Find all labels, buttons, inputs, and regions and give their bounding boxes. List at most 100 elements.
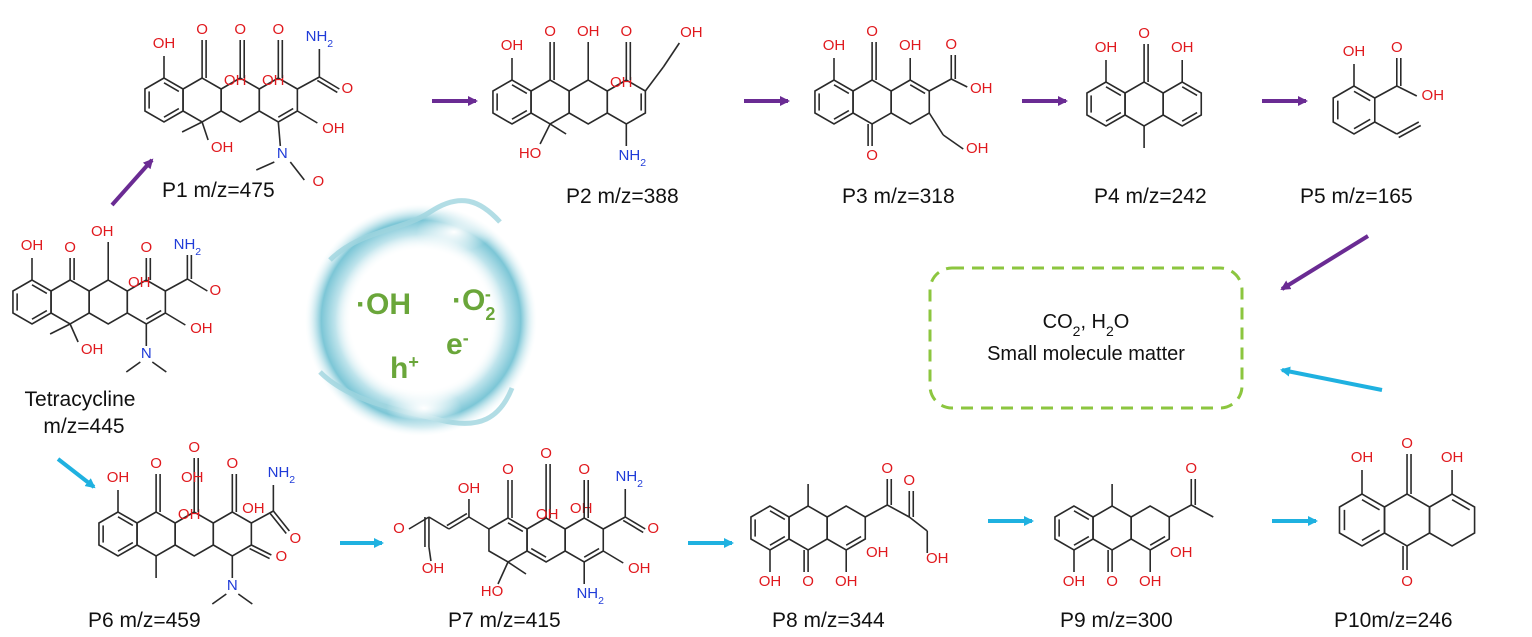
oxygen-label: O [234,21,246,38]
oh-label: OH [242,500,265,517]
oh-label: OH [458,480,481,497]
caption-p5: P5 m/z=165 [1300,185,1413,208]
ho-label: HO [481,583,504,600]
oh-label: OH [970,80,993,97]
oxygen-label: O [276,548,288,565]
arrow-tc-to-p6 [56,457,96,489]
mineralization-box [928,266,1244,410]
nh2-label: NH2 [619,147,647,169]
ho-label: HO [519,145,542,162]
caption-tetracycline-mz: m/z=445 [43,415,124,438]
nh2-label: NH2 [616,468,644,490]
oxygen-label: O [578,461,590,478]
nitrogen-label: N [227,577,238,594]
caption-p8: P8 m/z=344 [772,609,885,632]
oh-label: OH [1095,39,1118,56]
oh-label: OH [91,223,114,240]
oh-label: OH [835,573,858,590]
oxygen-label: O [544,23,556,40]
caption-p2: P2 m/z=388 [566,185,679,208]
oh-label: OH [1170,544,1193,561]
oxygen-label: O [540,445,552,462]
caption-tetracycline-name: Tetracycline [25,388,136,411]
oh-label: OH [966,140,989,157]
oh-label: OH [1422,87,1445,104]
oh-label: OH [536,506,559,523]
oxygen-label: O [342,80,354,97]
oh-label: OH [866,544,889,561]
oh-label: OH [128,274,151,291]
oh-label: OH [501,37,524,54]
mineralization-products-line: CO2, H2O [1043,311,1130,339]
oh-label: OH [1351,449,1374,466]
nh2-label: NH2 [576,585,604,607]
oh-label: OH [81,341,104,358]
oh-label: OH [570,500,593,517]
nitrogen-label: N [141,345,152,362]
oh-label: OH [610,74,633,91]
oxygen-label: O [312,173,324,190]
species-hydroxyl-radical: ·OH [356,288,411,321]
oxygen-label: O [647,520,659,537]
oxygen-label: O [290,530,302,547]
oh-label: OH [178,506,201,523]
oxygen-label: O [140,239,152,256]
oxygen-label: O [945,36,957,53]
caption-p7: P7 m/z=415 [448,609,561,632]
oxygen-label: O [1391,39,1403,56]
caption-p6: P6 m/z=459 [88,609,201,632]
oxygen-label: O [196,21,208,38]
caption-p4: P4 m/z=242 [1094,185,1207,208]
oh-label: OH [190,320,213,337]
oh-label: OH [899,37,922,54]
caption-p10: P10m/z=246 [1334,609,1453,632]
caption-p3: P3 m/z=318 [842,185,955,208]
oh-label: OH [322,120,345,137]
oh-label: OH [1063,573,1086,590]
mineralization-label: Small molecule matter [987,343,1185,365]
oxygen-label: O [64,239,76,256]
oh-label: OH [628,560,651,577]
oh-label: OH [823,37,846,54]
oxygen-label: O [1401,573,1413,590]
oh-label: OH [21,237,44,254]
p9-structure: OH O OH OH O [1054,460,1214,590]
oxygen-label: O [226,455,238,472]
arrow-p5-to-box [1280,234,1370,291]
arrow-tc-to-p1 [110,158,154,207]
oxygen-label: O [210,282,222,299]
oxygen-label: O [1401,435,1413,452]
caption-p1: P1 m/z=475 [162,179,275,202]
oxygen-label: O [188,439,200,456]
oxygen-label: O [802,573,814,590]
oh-label: OH [107,469,130,486]
oh-label: OH [926,550,949,567]
oxygen-label: O [866,23,878,40]
oxygen-label: O [1185,460,1197,477]
oxygen-label: O [1106,573,1118,590]
oh-label: OH [1171,39,1194,56]
oh-label: OH [422,560,445,577]
caption-p9: P9 m/z=300 [1060,609,1173,632]
oh-label: OH [1139,573,1162,590]
oxygen-label: O [150,455,162,472]
oxygen-label: O [903,472,915,489]
oh-label: OH [224,72,247,89]
oh-label: OH [759,573,782,590]
oxygen-label: O [502,461,514,478]
oh-label: OH [181,469,204,486]
oh-label: OH [211,139,234,156]
p3-structure: OH O O OH O OH OH [814,23,993,164]
oh-label: OH [262,72,285,89]
oh-label: OH [577,23,600,40]
oxygen-label: O [272,21,284,38]
oxygen-label: O [866,147,878,164]
arrow-p10-to-box [1280,366,1383,392]
